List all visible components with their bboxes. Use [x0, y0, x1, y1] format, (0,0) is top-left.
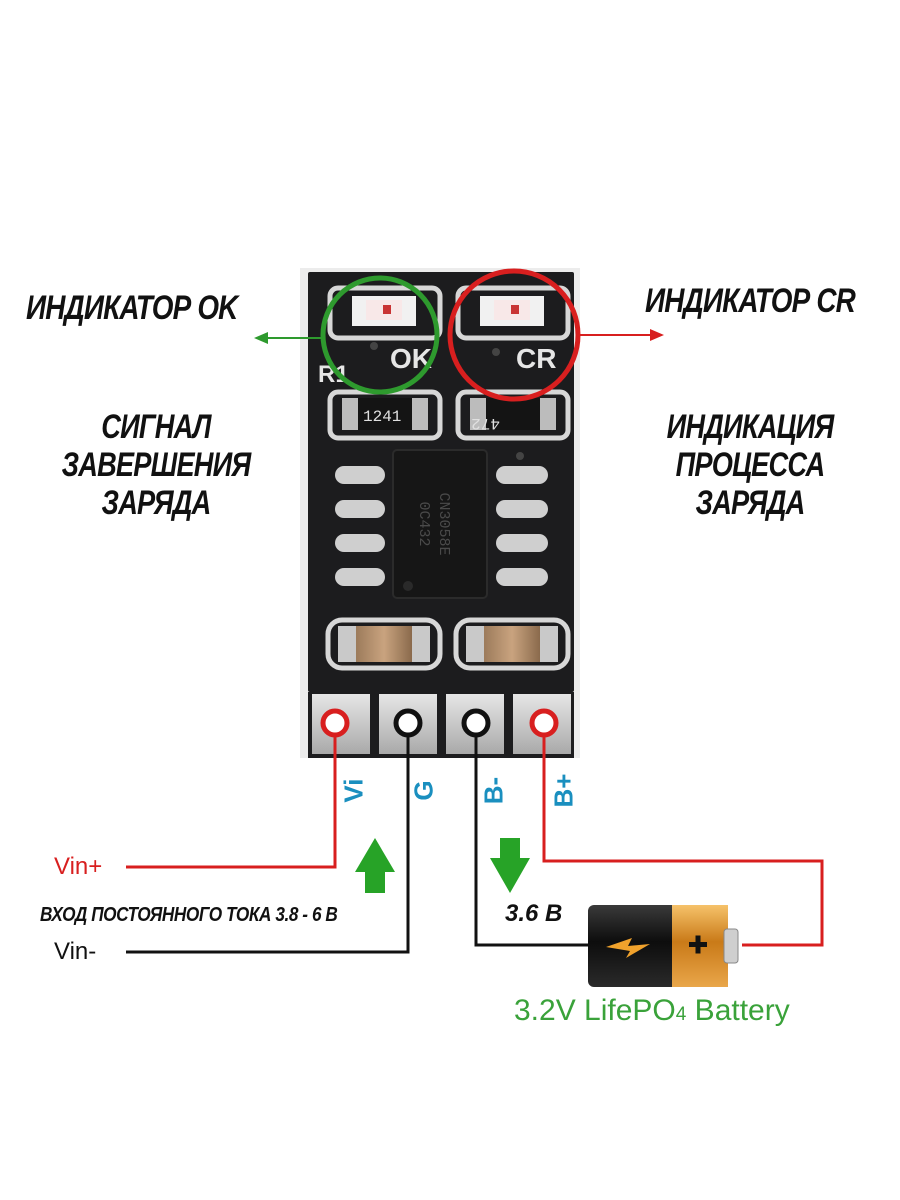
vin-minus-label: Vin- — [54, 938, 97, 965]
chip-marking-line2: 0C432 — [415, 501, 432, 546]
pin-label-b-plus: B+ — [548, 773, 579, 808]
resistor-right-code: 472 — [471, 414, 500, 432]
ok-description: СИГНАЛ ЗАВЕРШЕНИЯ ЗАРЯДА — [60, 408, 252, 522]
pin-label-g: G — [408, 780, 439, 801]
capacitor-left — [325, 617, 443, 671]
input-voltage-label: ВХОД ПОСТОЯННОГО ТОКА 3.8 - 6 В — [40, 904, 338, 926]
pin-label-b-minus: B- — [478, 776, 509, 805]
cr-callout-arrow — [578, 329, 664, 341]
battery-minus-wire — [474, 735, 590, 947]
battery-name-tail: Battery — [686, 994, 790, 1027]
battery-plus-wire — [542, 735, 824, 947]
led-cr — [455, 285, 571, 341]
capacitor-right — [453, 617, 571, 671]
cr-description-line: ПРОЦЕССА — [675, 446, 825, 484]
ok-indicator-ring — [320, 275, 440, 395]
charger-board: OK CR R1 1241 472 — [300, 268, 580, 758]
battery-voltage-label: 3.6 В — [505, 900, 563, 927]
ok-callout-arrow — [254, 332, 323, 344]
cr-description-line: ИНДИКАЦИЯ — [666, 408, 835, 446]
battery-name-label: 3.2V LifePO4 Battery — [514, 994, 790, 1028]
ok-description-line: СИГНАЛ — [101, 408, 211, 446]
ok-description-line: ЗАРЯДА — [101, 484, 212, 522]
output-current-arrow-icon — [490, 838, 530, 893]
input-current-arrow-icon — [355, 838, 395, 893]
resistor-right: 472 — [455, 389, 571, 441]
cr-description-line: ЗАРЯДА — [695, 484, 806, 522]
ok-description-line: ЗАВЕРШЕНИЯ — [61, 446, 252, 484]
led-ok — [327, 285, 443, 341]
cr-description: ИНДИКАЦИЯ ПРОЦЕССА ЗАРЯДА — [646, 408, 854, 522]
pin-label-vi: Vi — [338, 778, 369, 803]
lightning-icon — [606, 938, 650, 958]
vin-minus-wire — [126, 735, 410, 954]
chip-marking-line1: CN3058E — [435, 492, 452, 555]
resistor-left-code: 1241 — [363, 408, 401, 426]
vin-plus-wire — [126, 735, 337, 869]
chip-pads-left — [335, 466, 385, 586]
battery-name-subscript: 4 — [675, 1004, 687, 1025]
battery-icon — [588, 905, 739, 987]
vin-plus-label: Vin+ — [54, 853, 103, 880]
cr-indicator-title: ИНДИКАТОР CR — [645, 282, 856, 320]
ok-indicator-title: ИНДИКАТОР OK — [26, 289, 238, 327]
charger-ic: CN3058E 0C432 — [392, 449, 488, 599]
led-cr-silkscreen: CR — [516, 343, 556, 374]
chip-pads-right — [496, 466, 548, 586]
battery-name-main: 3.2V LifePO — [514, 994, 676, 1027]
